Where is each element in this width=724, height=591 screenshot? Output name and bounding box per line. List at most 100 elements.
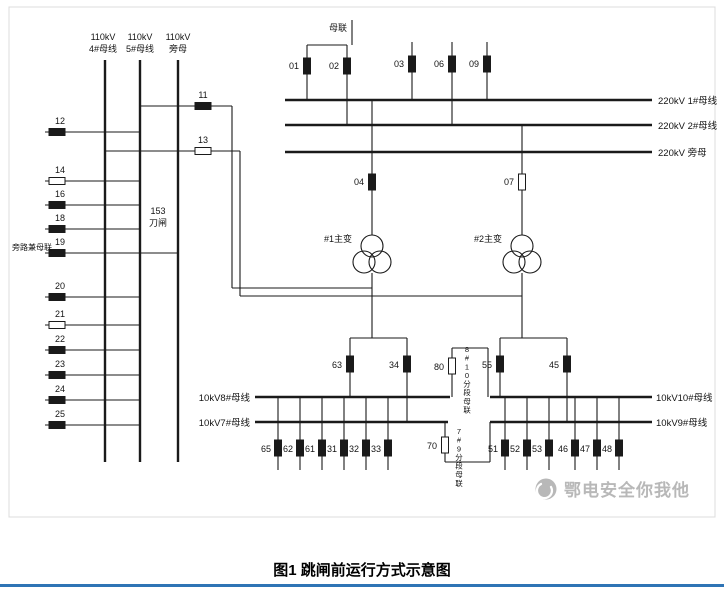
transformer-winding (510, 234, 534, 258)
breaker-52: 52 (510, 439, 531, 457)
diagram-label: 220kV 旁母 (658, 147, 707, 159)
breaker-symbol (501, 439, 509, 457)
breaker-label: 03 (394, 59, 404, 69)
breaker-label: 46 (558, 444, 568, 454)
breaker-symbol (343, 57, 351, 75)
footer-rule (0, 584, 724, 587)
breaker-label: 34 (389, 360, 399, 370)
breaker-symbol (384, 439, 392, 457)
transformer-winding (352, 250, 376, 274)
breaker-label: 22 (55, 334, 65, 344)
breaker-label: 04 (354, 177, 364, 187)
breaker-label: 16 (55, 189, 65, 199)
breaker-label: 07 (504, 177, 514, 187)
breaker-51: 51 (488, 439, 509, 457)
breaker-07: 07 (504, 173, 526, 191)
breaker-11: 11 (194, 90, 212, 110)
breaker-label: 65 (261, 444, 271, 454)
breaker-80: 80 (434, 357, 456, 375)
breaker-label: 70 (427, 441, 437, 451)
breaker-label: 48 (602, 444, 612, 454)
breaker-label: 51 (488, 444, 498, 454)
diagram-label: 10kV9#母线 (656, 417, 708, 429)
breaker-symbol (448, 357, 456, 375)
breaker-symbol (368, 173, 376, 191)
transformer-winding (502, 250, 526, 274)
breaker-label: 47 (580, 444, 590, 454)
breaker-symbol (194, 102, 212, 110)
watermark-logo-icon (535, 478, 557, 499)
breaker-48: 48 (602, 439, 623, 457)
breaker-16: 16 (48, 189, 66, 209)
diagram-label: 10kV10#母线 (656, 392, 713, 404)
breaker-18: 18 (48, 213, 66, 233)
breaker-label: 31 (327, 444, 337, 454)
breaker-symbol (483, 55, 491, 73)
breaker-34: 34 (389, 355, 411, 373)
breaker-symbol (48, 396, 66, 404)
diagram-label: 旁母 (169, 43, 187, 54)
breaker-label: 62 (283, 444, 293, 454)
breaker-label: 61 (305, 444, 315, 454)
breaker-46: 46 (558, 439, 579, 457)
diagram-label: 10kV8#母线 (199, 392, 251, 404)
diagram-label: 刀闸 (149, 218, 167, 228)
breaker-label: 32 (349, 444, 359, 454)
breaker-symbol (346, 355, 354, 373)
breaker-label: 01 (289, 61, 299, 71)
transformer-winding (368, 250, 392, 274)
breaker-symbol (403, 355, 411, 373)
breaker-symbol (448, 55, 456, 73)
breaker-19: 19 (48, 237, 66, 257)
breaker-symbol (545, 439, 553, 457)
breaker-20: 20 (48, 281, 66, 301)
diagram-label: 220kV 2#母线 (658, 120, 718, 132)
diagram-label: 220kV 1#母线 (658, 95, 718, 107)
breaker-label: 63 (332, 360, 342, 370)
watermark: 鄂电安全你我他 (534, 476, 690, 501)
breaker-04: 04 (354, 173, 376, 191)
diagram-label: #2主变 (474, 233, 502, 244)
breaker-symbol (48, 321, 66, 329)
breaker-symbol (303, 57, 311, 75)
breaker-63: 63 (332, 355, 354, 373)
breaker-label: 09 (469, 59, 479, 69)
breaker-symbol (48, 421, 66, 429)
breaker-label: 24 (55, 384, 65, 394)
diagram-border (8, 6, 716, 518)
breaker-symbol (518, 173, 526, 191)
breaker-label: 12 (55, 116, 65, 126)
breaker-label: 23 (55, 359, 65, 369)
breaker-label: 13 (198, 135, 208, 145)
breaker-symbol (362, 439, 370, 457)
breaker-61: 61 (305, 439, 326, 457)
diagram-label: 母联 (329, 23, 347, 33)
breaker-symbol (523, 439, 531, 457)
breaker-symbol (318, 439, 326, 457)
transformer-1 (352, 234, 392, 274)
breaker-label: 11 (198, 90, 207, 100)
transformer-winding (518, 250, 542, 274)
diagram-label: 153 (150, 206, 165, 216)
breaker-symbol (274, 439, 282, 457)
breaker-label: 25 (55, 409, 65, 419)
breaker-32: 32 (349, 439, 370, 457)
breaker-symbol (340, 439, 348, 457)
breaker-03: 03 (394, 55, 416, 73)
breaker-01: 01 (289, 57, 311, 75)
breaker-symbol (48, 371, 66, 379)
breaker-symbol (48, 346, 66, 354)
breaker-label: 52 (510, 444, 520, 454)
breaker-label: 80 (434, 362, 444, 372)
breaker-symbol (48, 201, 66, 209)
transformer-winding (360, 234, 384, 258)
breaker-47: 47 (580, 439, 601, 457)
breaker-06: 06 (434, 55, 456, 73)
breaker-33: 33 (371, 439, 392, 457)
breaker-label: 33 (371, 444, 381, 454)
breaker-label: 55 (482, 360, 492, 370)
